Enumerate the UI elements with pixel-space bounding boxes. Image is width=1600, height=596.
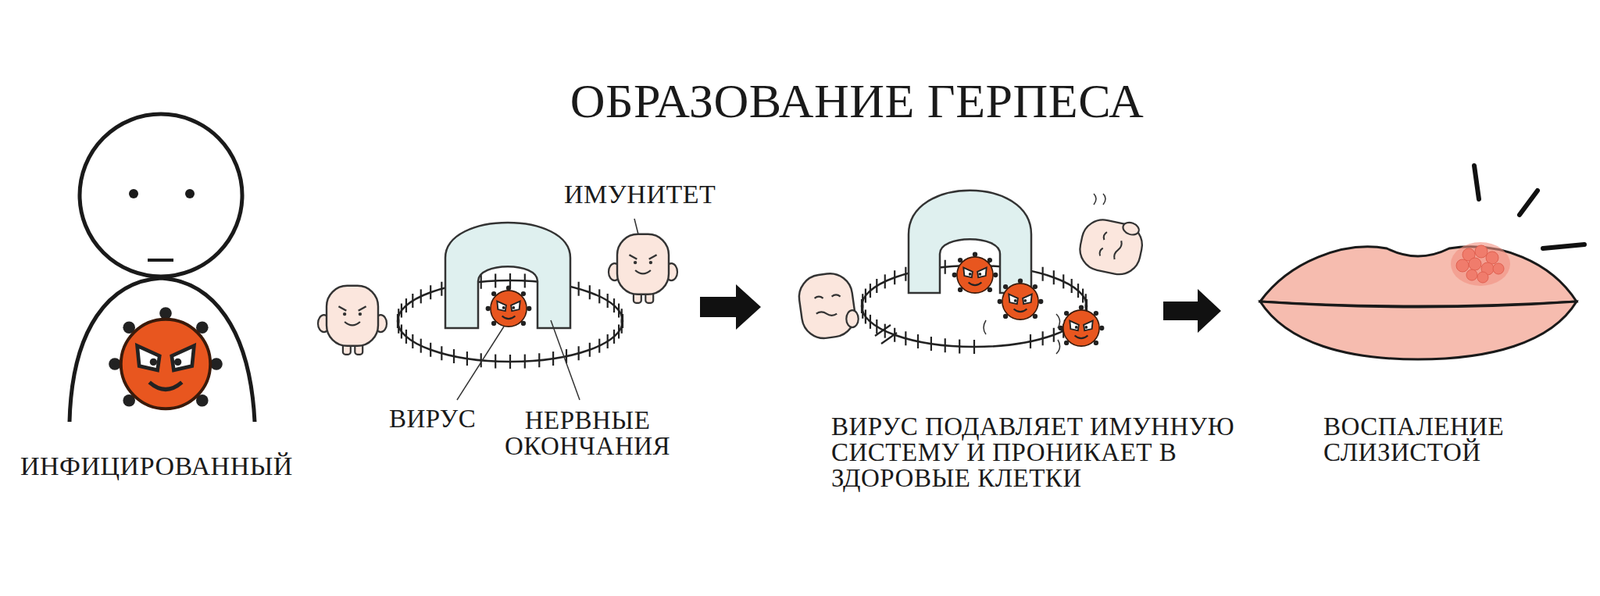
diagram-title: ОБРАЗОВАНИЕ ГЕРПЕСА	[570, 76, 1145, 125]
label: НЕРВНЫЕ ОКОНЧАНИЯ	[489, 407, 686, 460]
active-stage	[796, 190, 1153, 354]
flow-arrow	[700, 284, 761, 330]
label: ВОСПАЛЕНИЕ СЛИЗИСТОЙ	[1323, 414, 1558, 466]
label: ВИРУС ПОДАВЛЯЕТ ИМУННУЮ СИСТЕМУ И ПРОНИК…	[831, 414, 1300, 492]
leader-line	[550, 320, 580, 400]
latent-stage	[317, 218, 678, 400]
infected-person	[69, 114, 255, 422]
lips	[1260, 165, 1585, 360]
label: ИМУНИТЕТ	[564, 181, 716, 208]
nerve-fence	[397, 273, 623, 369]
label: ИНФИЦИРОВАННЫЙ	[20, 453, 293, 480]
leader-line	[457, 326, 504, 400]
flow-arrow	[1163, 289, 1222, 333]
label: ВИРУС	[389, 406, 476, 433]
leader-line	[634, 218, 639, 235]
